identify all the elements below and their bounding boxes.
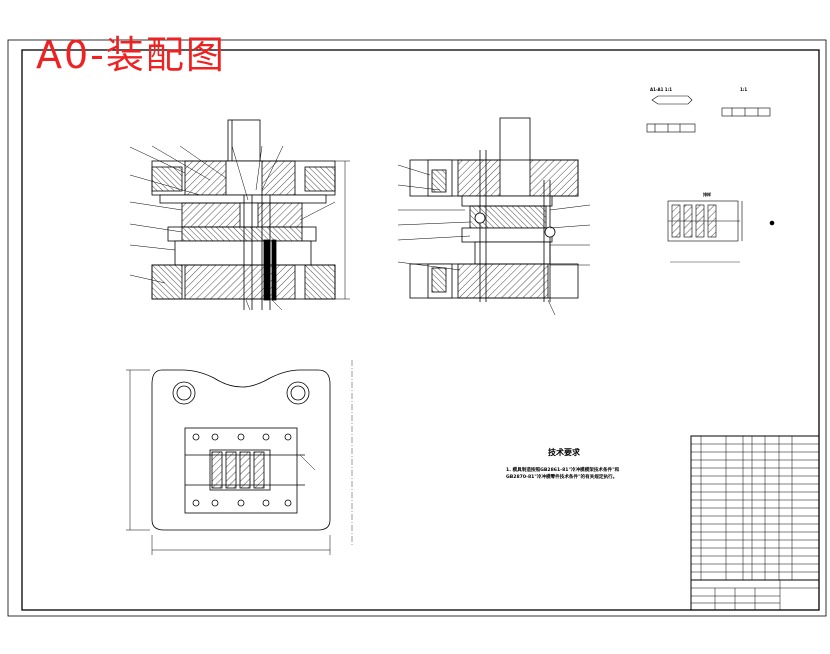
detail-b-label: 1:1 (740, 87, 748, 92)
technical-requirement-line-2: GB2870-81"冷冲模零件技术条件"的有关规定执行。 (506, 475, 618, 480)
outer-border (7, 39, 827, 617)
strip-layout (667, 200, 775, 263)
parts-list-table (690, 435, 820, 611)
parts-list-rows (691, 443, 819, 581)
sheet-title: A0-装配图 (36, 33, 226, 77)
technical-requirement-line-1: 1. 模具制造按照GB2861-81"冷冲模模架技术条件"和 (506, 468, 620, 473)
top-view (126, 360, 353, 555)
side-view (397, 117, 591, 316)
strip-layout-label: 排样 (703, 192, 711, 197)
title-block (691, 580, 819, 610)
technical-requirements-text: 1. 模具制造按照GB2861-81"冷冲模模架技术条件"和 GB2870-81… (506, 467, 646, 481)
detail-a-label: A1-A1 1:1 (650, 87, 672, 92)
technical-requirements-heading: 技术要求 (548, 448, 580, 457)
front-view (129, 119, 350, 311)
inner-border (21, 49, 820, 611)
detail-views (646, 95, 771, 133)
